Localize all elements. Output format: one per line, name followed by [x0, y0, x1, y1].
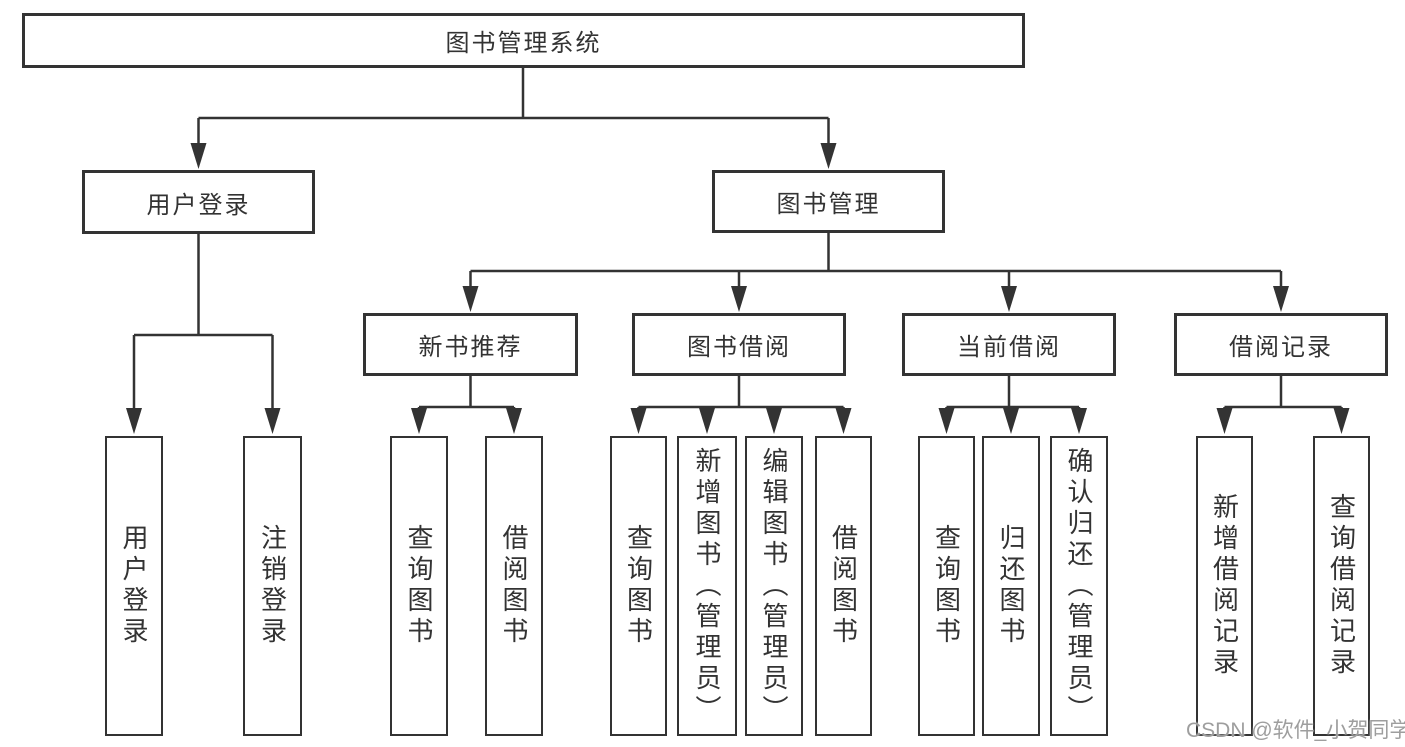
leaf-query-books-current: 查询图书: [918, 436, 975, 736]
node-label: 借阅图书: [828, 524, 859, 648]
node-label: 查询图书: [623, 524, 654, 648]
node-book-management: 图书管理: [712, 170, 945, 233]
node-label: 查询借阅记录: [1326, 493, 1357, 679]
node-library-management-system: 图书管理系统: [22, 13, 1025, 68]
leaf-user-login: 用户登录: [105, 436, 163, 736]
node-borrow-records: 借阅记录: [1174, 313, 1388, 376]
leaf-borrow-books: 借阅图书: [815, 436, 872, 736]
leaf-add-borrow-record: 新增借阅记录: [1196, 436, 1253, 736]
node-label: 用户登录: [146, 191, 251, 219]
node-label: 图书管理: [776, 191, 881, 218]
node-label: 新增借阅记录: [1209, 493, 1240, 679]
leaf-logout: 注销登录: [243, 436, 302, 736]
leaf-add-books-admin: 新增图书（管理员）: [677, 436, 737, 736]
node-label: 归还图书: [996, 524, 1026, 648]
node-label: 借阅记录: [1229, 334, 1333, 361]
leaf-query-borrow-record: 查询借阅记录: [1313, 436, 1370, 736]
node-book-borrow: 图书借阅: [632, 313, 846, 376]
leaf-query-books-borrow: 查询图书: [610, 436, 667, 736]
leaf-query-books-recommend: 查询图书: [390, 436, 448, 736]
node-label: 当前借阅: [957, 334, 1061, 361]
node-label: 图书管理系统: [445, 30, 602, 57]
node-label: 编辑图书（管理员）: [759, 446, 789, 726]
node-label: 确认归还（管理员）: [1064, 446, 1094, 726]
node-label: 用户登录: [119, 524, 149, 648]
node-label: 借阅图书: [499, 524, 529, 648]
node-label: 新书推荐: [418, 334, 523, 361]
leaf-borrow-books-recommend: 借阅图书: [485, 436, 543, 736]
arrow-heads: [126, 143, 1350, 434]
leaf-edit-books-admin: 编辑图书（管理员）: [745, 436, 803, 736]
connector-segments: [132, 68, 1343, 411]
node-label: 图书借阅: [687, 334, 791, 361]
csdn-watermark: CSDN @软件_小贺同学: [1186, 719, 1405, 742]
node-label: 新增图书（管理员）: [692, 446, 722, 726]
node-user-login: 用户登录: [82, 170, 315, 234]
node-current-borrow: 当前借阅: [902, 313, 1116, 376]
leaf-return-books: 归还图书: [982, 436, 1040, 736]
node-label: 查询图书: [404, 524, 434, 648]
node-new-book-recommend: 新书推荐: [363, 313, 578, 376]
node-label: 注销登录: [257, 524, 288, 648]
leaf-confirm-return-admin: 确认归还（管理员）: [1050, 436, 1108, 736]
node-label: 查询图书: [931, 524, 962, 648]
